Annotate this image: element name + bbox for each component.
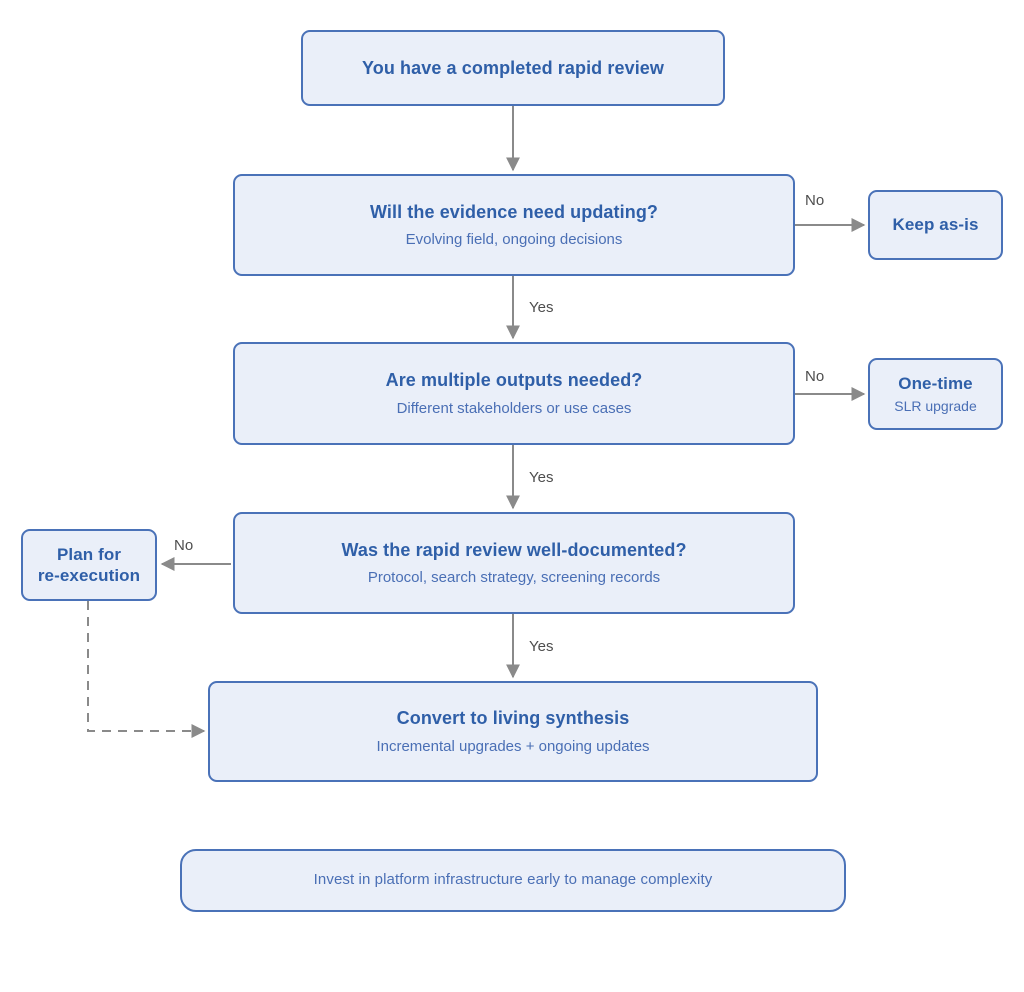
node-one-time-slr-upgrade-subtitle: SLR upgrade — [894, 397, 977, 414]
node-plan-for-re-execution-title-line1: Plan for — [56, 544, 122, 564]
node-convert-to-living-synthesis[interactable]: Convert to living synthesis Incremental … — [208, 681, 818, 782]
node-keep-as-is-title: Keep as-is — [892, 215, 979, 235]
node-convert-to-living-synthesis-subtitle: Incremental upgrades + ongoing updates — [376, 737, 650, 755]
node-plan-for-re-execution-title-line2: re-execution — [37, 566, 141, 585]
node-decision-evidence-updating-title: Will the evidence need updating? — [369, 201, 659, 222]
node-platform-infrastructure-note-text: Invest in platform infrastructure early … — [313, 871, 713, 889]
node-decision-well-documented-title: Was the rapid review well-documented? — [341, 539, 687, 560]
node-plan-for-re-execution[interactable]: Plan for re-execution — [21, 529, 157, 601]
node-platform-infrastructure-note: Invest in platform infrastructure early … — [180, 849, 846, 912]
node-decision-well-documented[interactable]: Was the rapid review well-documented? Pr… — [233, 512, 795, 614]
node-decision-well-documented-subtitle: Protocol, search strategy, screening rec… — [367, 569, 661, 586]
node-one-time-slr-upgrade[interactable]: One-time SLR upgrade — [868, 358, 1003, 430]
edge-label-yes-documented: Yes — [529, 638, 554, 655]
node-decision-multiple-outputs[interactable]: Are multiple outputs needed? Different s… — [233, 342, 795, 445]
node-keep-as-is[interactable]: Keep as-is — [868, 190, 1003, 260]
node-start-title: You have a completed rapid review — [361, 57, 665, 78]
node-convert-to-living-synthesis-title: Convert to living synthesis — [396, 708, 630, 728]
edge-label-yes-update: Yes — [529, 299, 554, 316]
edge-label-no-outputs: No — [805, 368, 825, 385]
node-decision-evidence-updating[interactable]: Will the evidence need updating? Evolvin… — [233, 174, 795, 276]
node-start[interactable]: You have a completed rapid review — [301, 30, 725, 106]
edge-plan-reexecution-to-convert-living — [87, 601, 206, 738]
node-decision-evidence-updating-subtitle: Evolving field, ongoing decisions — [405, 231, 623, 248]
node-one-time-slr-upgrade-title: One-time — [898, 374, 973, 394]
edge-label-yes-outputs: Yes — [529, 469, 554, 486]
node-decision-multiple-outputs-title: Are multiple outputs needed? — [385, 370, 643, 390]
edge-label-no-update: No — [805, 192, 825, 209]
edge-label-no-documented: No — [174, 537, 194, 554]
node-decision-multiple-outputs-subtitle: Different stakeholders or use cases — [396, 399, 632, 417]
